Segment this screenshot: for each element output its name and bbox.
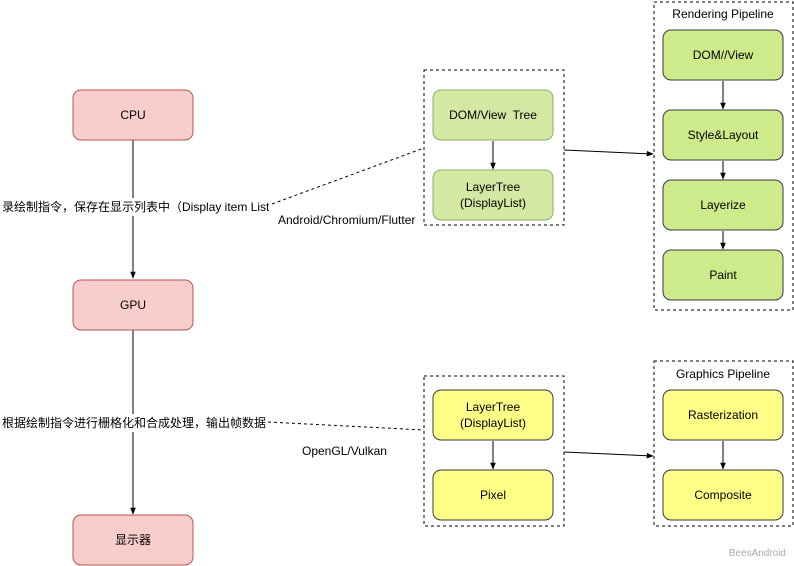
dom-view-tree-label: DOM/View Tree <box>449 108 537 122</box>
edge-top-group-to-rendering <box>563 149 654 157</box>
gpu-label: GPU <box>120 298 146 312</box>
bottom-group-container <box>423 375 565 527</box>
rendering-pipeline-title: Rendering Pipeline <box>672 7 774 21</box>
bottom-group-caption: OpenGL/Vulkan <box>302 444 387 458</box>
cpu-node <box>72 89 194 141</box>
top-layertree-label-line1: LayerTree <box>466 180 521 194</box>
pixel-node <box>432 469 554 521</box>
cpu-label: CPU <box>120 108 145 122</box>
rp-step-layerize-label: Layerize <box>700 198 746 212</box>
gp-step-rasterization <box>662 389 784 441</box>
gp-step-composite <box>662 469 784 521</box>
rp-step-dom-view <box>662 29 784 81</box>
graphics-pipeline-title: Graphics Pipeline <box>676 367 770 381</box>
bottom-layertree-label-line2: (DisplayList) <box>460 416 526 430</box>
rp-step-paint <box>662 249 784 301</box>
dom-view-tree-node <box>432 89 554 141</box>
rp-step-layerize <box>662 179 784 231</box>
rp-step-style-layout-label: Style&Layout <box>688 128 759 142</box>
gp-step-rasterization-label: Rasterization <box>688 408 758 422</box>
rendering-pipeline-container <box>653 1 794 311</box>
rp-step-style-layout <box>662 109 784 161</box>
rp-step-dom-view-label: DOM//View <box>693 48 754 62</box>
rp-step-paint-label: Paint <box>709 268 737 282</box>
bottom-layertree-node <box>432 389 554 441</box>
cpu-gpu-edge-label: 录绘制指令，保存在显示列表中（Display item List <box>2 199 270 214</box>
top-group-container <box>423 69 565 226</box>
gpu-node <box>72 279 194 331</box>
connector-gpu-to-bottom-group <box>267 421 425 431</box>
pixel-label: Pixel <box>480 488 506 502</box>
gpu-display-label-bg <box>0 414 268 432</box>
gpu-display-edge-label: 根据绘制指令进行栅格化和合成处理，输出帧数据 <box>2 415 266 430</box>
watermark: BeesAndroid <box>729 548 786 559</box>
bottom-layertree-label-line1: LayerTree <box>466 400 521 414</box>
gp-step-composite-label: Composite <box>694 488 752 502</box>
top-layertree-label-line2: (DisplayList) <box>460 196 526 210</box>
graphics-pipeline-container <box>653 360 794 527</box>
display-node <box>72 514 194 566</box>
display-label: 显示器 <box>115 533 151 547</box>
top-group-caption: Android/Chromium/Flutter <box>278 213 415 227</box>
edge-bottom-group-to-graphics <box>563 451 654 459</box>
cpu-gpu-label-bg <box>0 198 272 216</box>
top-layertree-node <box>432 169 554 221</box>
connector-cpu-to-top-group <box>271 147 425 205</box>
